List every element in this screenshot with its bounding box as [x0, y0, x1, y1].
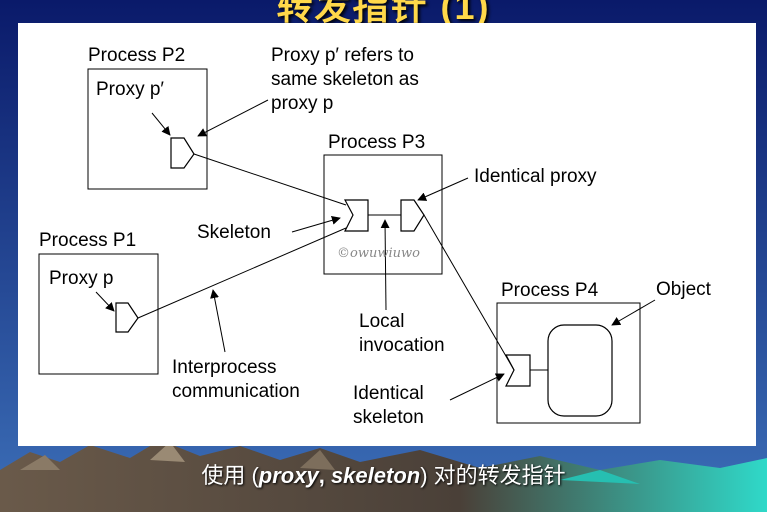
arrow-identical-skeleton: [449, 373, 505, 401]
arrow-interprocess: [210, 289, 226, 353]
caption-pre: 使用 (: [201, 463, 259, 488]
arrow-proxy-p-prime: [151, 112, 171, 136]
identical-skeleton-shape: [505, 354, 531, 387]
process-p1-box: [38, 253, 159, 375]
slide-title: 转发指针 (1): [276, 0, 491, 27]
arrow-local-invocation: [380, 219, 390, 311]
caption-proxy: proxy: [258, 463, 319, 488]
process-p4-label: Process P4: [501, 280, 599, 301]
arrow-note: [197, 99, 269, 137]
arrow-object: [611, 299, 656, 326]
process-p1-label: Process P1: [39, 230, 136, 251]
note-line-3: proxy p: [271, 93, 333, 114]
diagram-panel: [18, 23, 756, 446]
object-label: Object: [656, 279, 712, 300]
link-p-prime-to-skeleton: [193, 153, 347, 206]
arrow-identical-proxy: [417, 177, 469, 201]
note-line-1: Proxy p′ refers to: [271, 45, 414, 66]
identical-skeleton-label-2: skeleton: [353, 407, 424, 428]
process-p2-label: Process P2: [88, 45, 185, 66]
mountain-decoration: [0, 440, 767, 512]
skeleton-label: Skeleton: [197, 222, 271, 243]
watermark: ©owuwiuwo: [337, 246, 420, 261]
caption-post: ) 对的转发指针: [420, 463, 566, 488]
proxy-p-shape: [115, 302, 139, 333]
identical-proxy-shape: [400, 199, 425, 232]
proxy-p-label: Proxy p: [49, 268, 113, 289]
slide-caption: 使用 (proxy, skeleton) 对的转发指针: [0, 458, 767, 490]
arrow-proxy-p: [95, 291, 115, 312]
note-line-2: same skeleton as: [271, 69, 419, 90]
arrow-skeleton: [291, 215, 341, 233]
proxy-p-prime-label: Proxy p′: [96, 79, 164, 100]
proxy-p-prime-shape: [170, 137, 195, 169]
link-p-to-skeleton: [137, 227, 347, 319]
identical-proxy-label: Identical proxy: [474, 166, 597, 187]
local-invocation-label-1: Local: [359, 311, 404, 332]
interprocess-label-1: Interprocess: [172, 357, 277, 378]
skeleton-shape: [344, 199, 369, 232]
link-identical-proxy-to-skeleton: [423, 214, 515, 371]
interprocess-label-2: communication: [172, 381, 300, 402]
identical-skeleton-label-1: Identical: [353, 383, 424, 404]
process-p3-box: [323, 154, 443, 275]
process-p4-box: [496, 302, 641, 424]
local-invocation-label-2: invocation: [359, 335, 445, 356]
caption-comma: ,: [318, 463, 331, 488]
object-shape: [547, 324, 613, 417]
process-p3-label: Process P3: [328, 132, 425, 153]
caption-skeleton: skeleton: [330, 463, 421, 488]
